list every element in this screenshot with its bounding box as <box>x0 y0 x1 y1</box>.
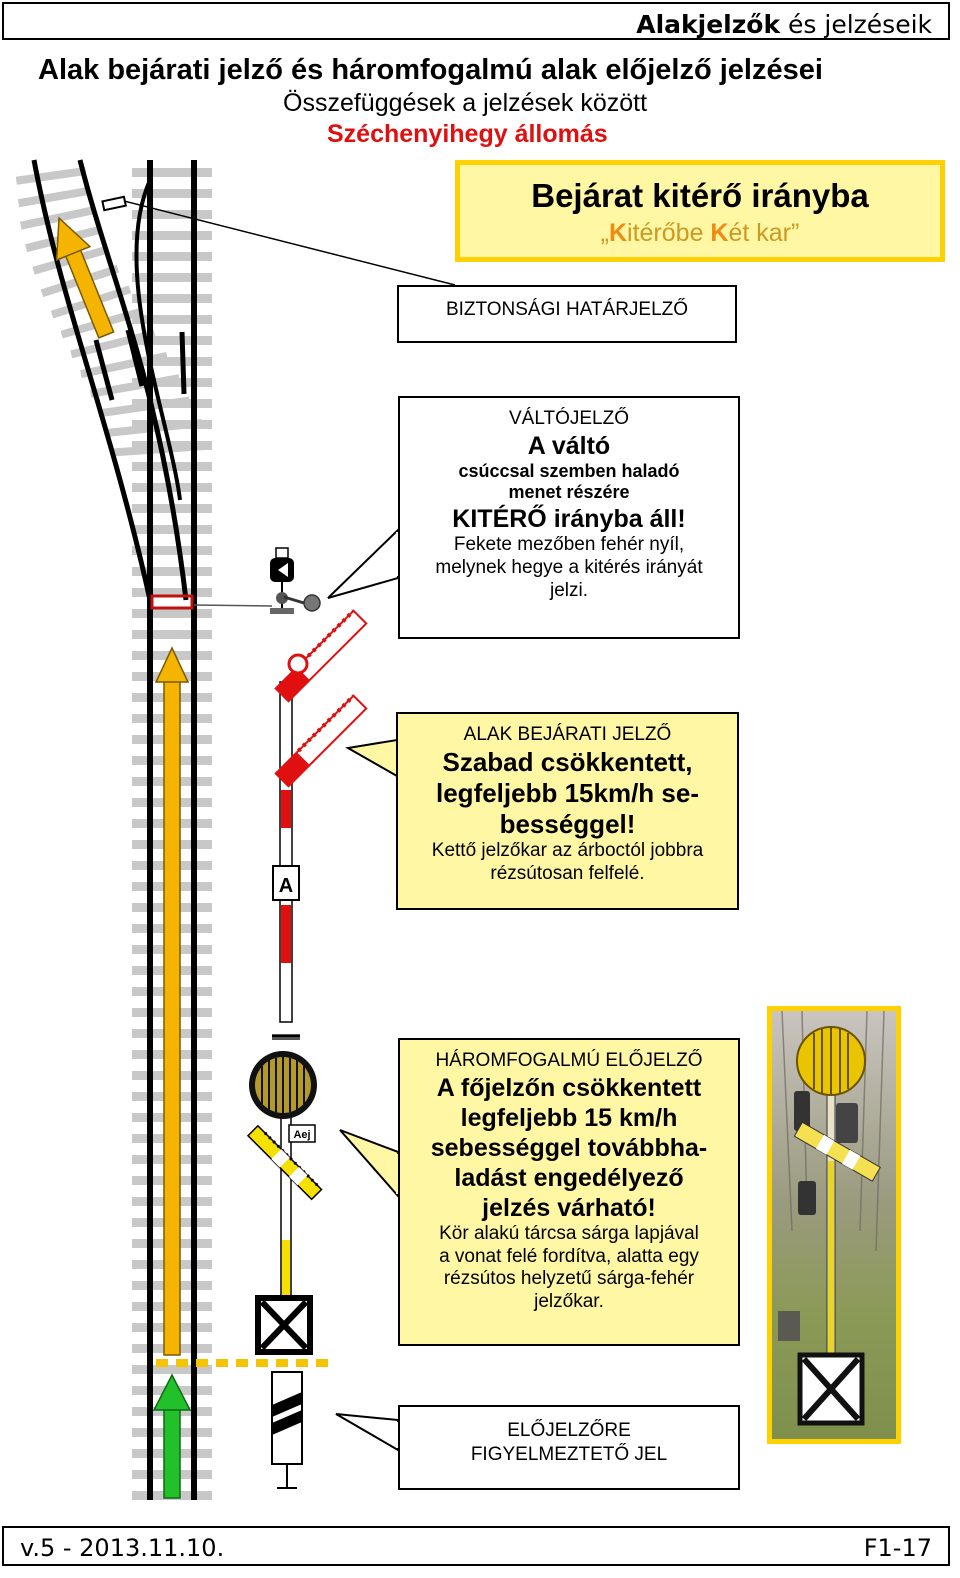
entry-signal: A <box>272 609 368 1040</box>
route-arrow <box>154 646 190 1356</box>
footer-bar: v.5 - 2013.11.10. F1-17 <box>2 1526 950 1566</box>
page-subtitle: Összefüggések a jelzések között <box>283 89 648 117</box>
distant-signal-plate: Aej <box>293 1129 310 1141</box>
callout-heading: A váltó <box>527 431 611 460</box>
station-name: Széchenyihegy állomás <box>327 120 608 148</box>
page-number: F1-17 <box>863 1534 932 1562</box>
banner-subtitle: „Kitérőbe Két kar” <box>600 219 800 247</box>
switch-indicator <box>270 547 321 614</box>
distant-signal-photo <box>767 1006 901 1444</box>
diverging-arrow <box>55 216 115 339</box>
warning-post <box>271 1371 303 1489</box>
header-bar: Alakjelzők és jelzéseik <box>2 2 950 40</box>
entry-direction-banner: Bejárat kitérő irányba „Kitérőbe Két kar… <box>455 160 945 262</box>
distant-signal: Aej <box>246 1051 323 1355</box>
clearance-marker-callout: BIZTONSÁGI HATÁRJELZŐ <box>397 285 737 343</box>
entry-signal-plate: A <box>279 875 293 897</box>
callout-label: ALAK BEJÁRATI JELZŐ <box>463 724 672 745</box>
warning-post-callout: ELŐJELZŐRE FIGYELMEZTETŐ JEL <box>398 1405 740 1490</box>
entry-signal-callout: ALAK BEJÁRATI JELZŐ Szabad csökkentett, … <box>396 712 739 910</box>
banner-heading: Bejárat kitérő irányba <box>531 177 869 214</box>
approach-arrow <box>152 1373 192 1499</box>
version-label: v.5 - 2013.11.10. <box>20 1534 225 1562</box>
page-title: Alak bejárati jelző és háromfogalmú alak… <box>38 54 823 86</box>
switch-indicator-callout: VÁLTÓJELZŐ A váltó csúccsal szemben hala… <box>398 396 740 639</box>
clearance-marker <box>101 195 127 212</box>
callout-label: VÁLTÓJELZŐ <box>508 408 629 429</box>
callout-state: KITÉRŐ irányba áll! <box>452 504 686 533</box>
callout-label: HÁROMFOGALMÚ ELŐJELZŐ <box>435 1050 703 1071</box>
distant-signal-callout: HÁROMFOGALMÚ ELŐJELZŐ A főjelzőn csökken… <box>398 1038 740 1346</box>
header-title: Alakjelzők és jelzéseik <box>636 10 932 39</box>
